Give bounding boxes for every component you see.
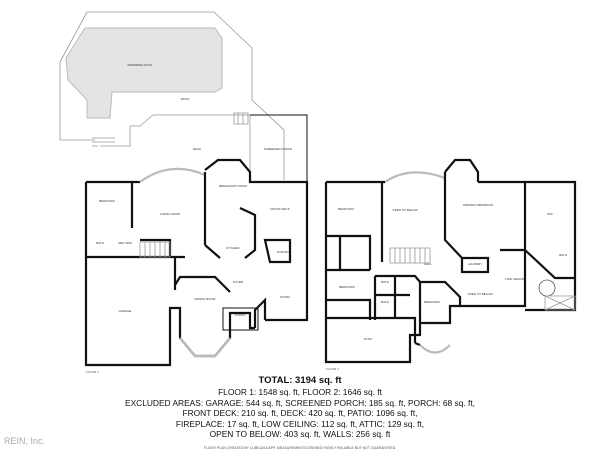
deck-stairs <box>92 112 249 147</box>
room-label-dining-room: DINING ROOM <box>195 297 216 301</box>
room-label-wet-bar: WET BAR <box>118 241 132 245</box>
deck-outline <box>100 114 251 182</box>
excluded-areas-4: OPEN TO BELOW: 403 sq. ft, WALLS: 256 sq… <box>209 429 391 440</box>
disclaimer-note: FLOOR PLAN CREATED BY CUBICASA APP. MEAS… <box>203 445 397 450</box>
swimming-pool <box>65 27 223 119</box>
room-label-pantry: PANTRY <box>277 250 289 254</box>
room-label-front-deck: FRONT DECK <box>270 207 289 211</box>
room-label-patio: PATIO <box>181 97 190 101</box>
room-label-bath-2: BATH <box>381 300 389 304</box>
room-label-bedroom-w: BEDROOM <box>339 285 355 289</box>
room-label-bath: BATH <box>96 241 104 245</box>
room-label-primary-bedroom: PRIMARY BEDROOM <box>463 203 493 207</box>
excluded-areas-3: FIREPLACE: 17 sq. ft, LOW CEILING: 112 s… <box>175 418 425 429</box>
room-label-wic: WIC <box>547 212 554 216</box>
area-summary: TOTAL: 3194 sq. ft FLOOR 1: 1548 sq. ft,… <box>0 375 600 450</box>
room-label-laundry: LAUNDRY <box>468 262 482 266</box>
total-area: TOTAL: 3194 sq. ft <box>258 375 342 386</box>
room-label-bedroom-nw: BEDROOM <box>338 207 354 211</box>
room-label-room: ROOM <box>280 295 290 299</box>
room-label-porch: PORCH <box>235 313 246 317</box>
room-label-deck: DECK <box>193 147 201 151</box>
excluded-areas-1: EXCLUDED AREAS: GARAGE: 544 sq. ft, SCRE… <box>124 397 475 408</box>
room-label-bedroom: BEDROOM <box>99 199 115 203</box>
room-label-hall: HALL <box>424 262 432 266</box>
floor2-label: FLOOR 2 <box>326 367 339 371</box>
room-label-low-ceiling: LOW CEILING <box>505 277 525 281</box>
room-label-living-room: LIVING ROOM <box>160 212 181 216</box>
room-label-bath-1: BATH <box>381 280 389 284</box>
patio-outline <box>59 11 285 180</box>
floor1-label: FLOOR 1 <box>86 370 99 374</box>
room-label-open-to-below-2: OPEN TO BELOW <box>467 292 492 296</box>
screened-porch-walls <box>250 114 308 182</box>
floor-areas: FLOOR 1: 1548 sq. ft, FLOOR 2: 1646 sq. … <box>218 387 382 397</box>
room-label-bath-primary: BATH <box>559 253 567 257</box>
room-label-foyer: FOYER <box>233 280 244 284</box>
watermark: REIN, Inc. <box>4 436 46 446</box>
room-label-attic: ATTIC <box>364 337 373 341</box>
room-label-screened-porch: SCREENED PORCH <box>264 147 292 151</box>
room-label-kitchen: KITCHEN <box>226 246 239 250</box>
room-label-pool: SWIMMING POOL <box>127 63 152 67</box>
room-label-breakfast-room: BREAKFAST ROOM <box>219 184 247 188</box>
floor1-stairs <box>139 241 171 258</box>
room-label-garage: GARAGE <box>119 309 132 313</box>
floor1-walls <box>84 158 309 367</box>
room-label-open-to-below-1: OPEN TO BELOW <box>392 208 417 212</box>
room-label-bedroom-s: BEDROOM <box>424 300 440 304</box>
excluded-areas-2: FRONT DECK: 210 sq. ft, DECK: 420 sq. ft… <box>182 408 418 419</box>
floor2-walls <box>324 158 577 364</box>
